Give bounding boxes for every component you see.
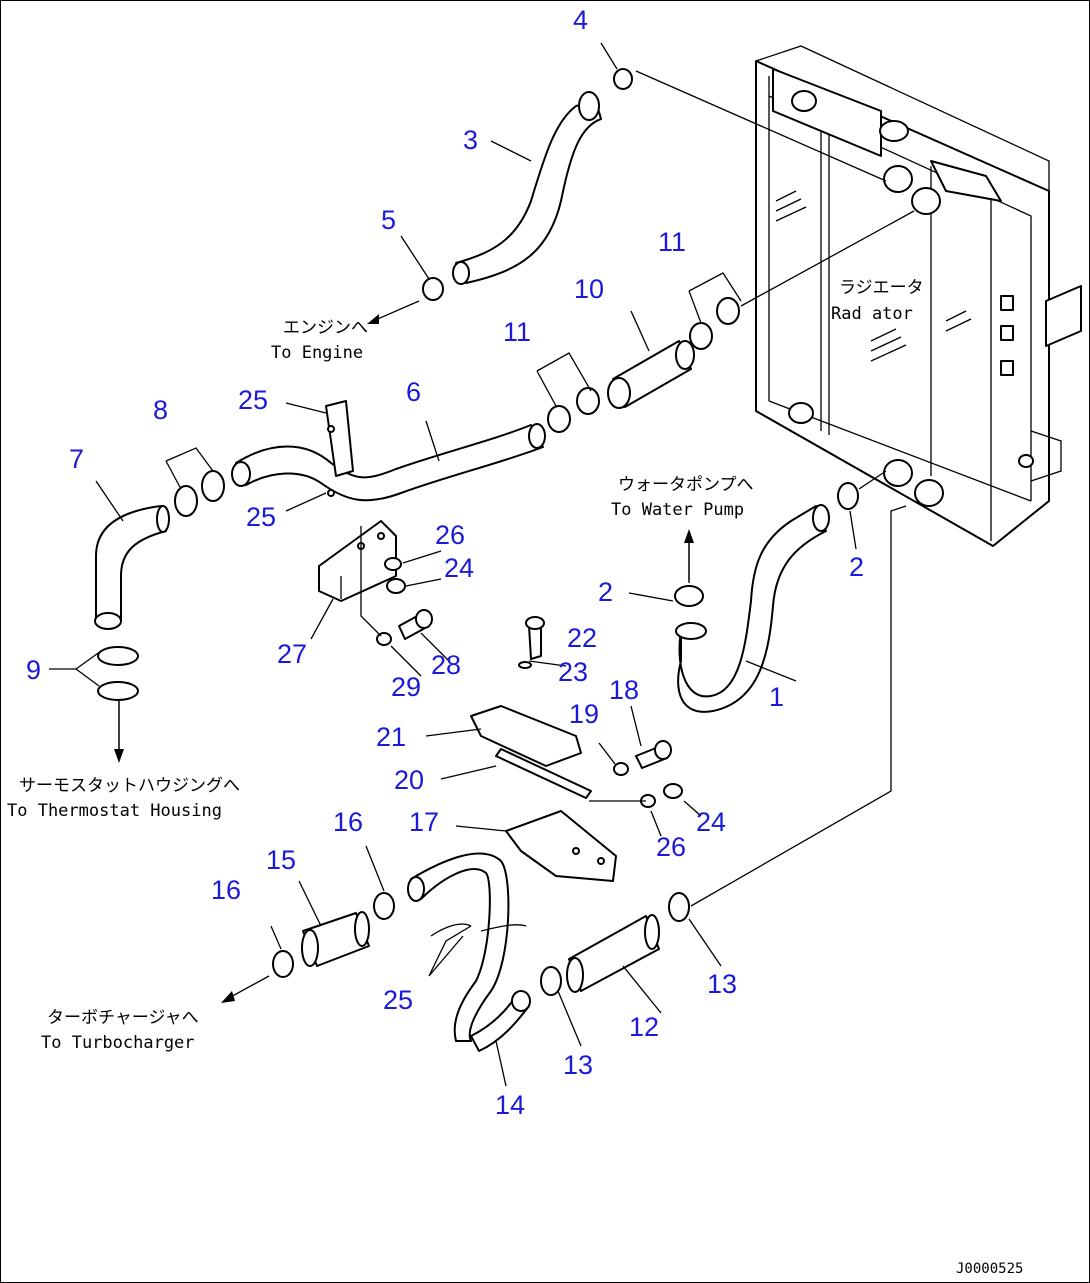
- washer-23: [518, 661, 532, 669]
- clamp-2-a: [674, 585, 704, 607]
- callout-29: 29: [391, 672, 421, 702]
- callout-4: 4: [573, 5, 588, 35]
- callout-2: 2: [598, 577, 613, 607]
- label-engine-en: To Engine: [271, 343, 363, 363]
- label-turbo-jp: ターボチャージャへ: [47, 1008, 199, 1028]
- hose-10: [607, 340, 695, 409]
- callout-11: 11: [658, 227, 686, 257]
- callout-25: 25: [246, 502, 276, 532]
- callout-11: 11: [503, 317, 531, 347]
- clamp-5: [422, 277, 444, 301]
- clamp-4: [613, 68, 633, 90]
- callout-13: 13: [707, 969, 737, 999]
- clamp-11-c: [547, 405, 571, 433]
- callout-24: 24: [696, 807, 726, 837]
- pipe-14: [407, 852, 531, 1052]
- radiator: [755, 45, 1082, 547]
- callout-12: 12: [629, 1012, 659, 1042]
- callout-18: 18: [609, 675, 639, 705]
- clamp-8-b: [201, 470, 225, 502]
- callout-1: 1: [769, 682, 784, 712]
- clamp-11-b: [716, 297, 740, 325]
- callout-16: 16: [333, 807, 363, 837]
- callout-5: 5: [381, 205, 396, 235]
- callout-3: 3: [463, 125, 478, 155]
- label-turbo-en: To Turbocharger: [41, 1033, 195, 1053]
- callout-27: 27: [277, 639, 307, 669]
- callout-25: 25: [383, 985, 413, 1015]
- clamp-8-a: [174, 485, 198, 517]
- callout-26: 26: [656, 832, 686, 862]
- callout-17: 17: [409, 807, 439, 837]
- clamp-9-b: [97, 681, 139, 701]
- hose-15: [301, 911, 370, 967]
- callout-21: 21: [376, 722, 406, 752]
- callout-16: 16: [211, 875, 241, 905]
- drawing-code: J0000525: [956, 1261, 1023, 1277]
- clamp-13-b: [668, 892, 690, 922]
- nut-24-a: [386, 578, 406, 594]
- clamp-11-a: [689, 322, 713, 350]
- label-engine-jp: エンジンへ: [283, 318, 368, 338]
- callout-28: 28: [431, 650, 461, 680]
- label-radiator-en: Rad ator: [831, 304, 913, 324]
- callout-8: 8: [153, 395, 168, 425]
- callout-numbers: 1 2 2 3 4 5 6 7 8 9 10 11 11 12 13 13 14…: [26, 5, 864, 1120]
- hose-1: [675, 504, 830, 713]
- callout-10: 10: [574, 274, 604, 304]
- clamp-11-d: [576, 387, 600, 415]
- clamp-16-b: [373, 892, 395, 920]
- label-pump-jp: ウォータポンプへ: [618, 475, 754, 495]
- callout-7: 7: [69, 444, 84, 474]
- clamp-13-a: [540, 966, 562, 996]
- callout-14: 14: [495, 1090, 525, 1120]
- hose-7: [94, 505, 170, 630]
- callout-6: 6: [406, 377, 421, 407]
- washer-19: [613, 762, 629, 776]
- callout-25: 25: [238, 385, 268, 415]
- hose-3: [452, 91, 602, 285]
- bracket-27: [318, 520, 397, 602]
- callout-13: 13: [563, 1050, 593, 1080]
- label-pump-en: To Water Pump: [611, 500, 744, 520]
- bracket-17: [505, 810, 617, 882]
- label-thermo-en: To Thermostat Housing: [7, 801, 222, 821]
- callout-23: 23: [558, 657, 588, 687]
- label-thermo-jp: サーモスタットハウジングへ: [19, 776, 240, 796]
- direction-arrows: [114, 300, 694, 1003]
- clamp-2-b: [837, 482, 859, 510]
- nut-24-b: [663, 783, 683, 799]
- callout-24: 24: [444, 553, 474, 583]
- callout-20: 20: [394, 765, 424, 795]
- plate-20: [495, 748, 592, 799]
- clamp-9-a: [97, 646, 139, 666]
- callout-26: 26: [435, 520, 465, 550]
- hose-12: [566, 914, 660, 993]
- clamp-16-a: [272, 950, 294, 978]
- washer-26-a: [384, 557, 402, 571]
- plate-21: [470, 705, 582, 767]
- destination-labels: エンジンへ To Engine ラジエータ Rad ator ウォータポンプへ …: [7, 278, 1023, 1277]
- callout-19: 19: [569, 699, 599, 729]
- label-radiator-jp: ラジエータ: [839, 278, 924, 298]
- pipe-6: [231, 400, 546, 502]
- callout-2: 2: [849, 552, 864, 582]
- callout-15: 15: [266, 845, 296, 875]
- callout-22: 22: [567, 623, 597, 653]
- callout-9: 9: [26, 655, 41, 685]
